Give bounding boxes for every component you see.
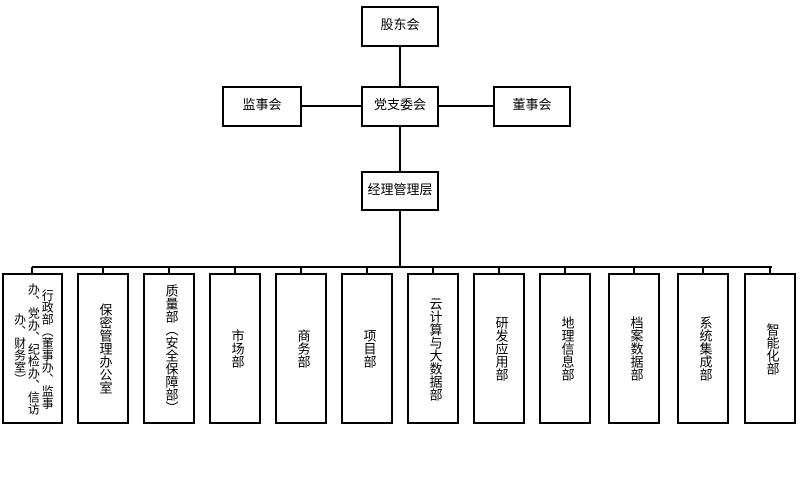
management-box: 经理管理层	[361, 171, 439, 211]
dept-box-project: 项目部	[341, 273, 393, 424]
supervisory-board-label: 监事会	[242, 98, 282, 114]
dept-box-integration: 系统集成部	[677, 273, 729, 424]
dept-label-commerce: 商务部	[294, 329, 310, 368]
dept-label-market: 市场部	[228, 329, 244, 368]
dept-box-archive: 档案数据部	[608, 273, 660, 424]
supervisory-board-box: 监事会	[222, 86, 302, 127]
dept-label-archive: 档案数据部	[627, 316, 643, 381]
dept-box-market: 市场部	[209, 273, 261, 424]
dept-box-cloud-bigdata: 云计算与大数据部	[407, 273, 459, 424]
dept-label-integration: 系统集成部	[696, 316, 712, 381]
dept-box-admin: 行政部（董事办、监事办、党办、纪检办、信访办、财务室）	[2, 273, 63, 424]
board-of-directors-box: 董事会	[493, 86, 571, 127]
party-committee-label: 党支委会	[373, 98, 426, 114]
dept-label-confidential: 保密管理办公室	[96, 303, 112, 394]
party-committee-box: 党支委会	[361, 86, 439, 127]
dept-label-quality: 质量部（安全保障部）	[162, 283, 178, 414]
dept-box-intelligent: 智能化部	[744, 273, 796, 424]
dept-label-cloud-bigdata: 云计算与大数据部	[426, 296, 442, 401]
dept-label-geo: 地理信息部	[558, 316, 574, 381]
dept-box-quality: 质量部（安全保障部）	[143, 273, 195, 424]
shareholders-label: 股东会	[380, 18, 420, 34]
management-label: 经理管理层	[367, 182, 433, 198]
dept-box-geo: 地理信息部	[539, 273, 591, 424]
board-of-directors-label: 董事会	[512, 98, 552, 114]
dept-box-rnd: 研发应用部	[473, 273, 525, 424]
dept-label-rnd: 研发应用部	[492, 316, 508, 381]
dept-label-project: 项目部	[360, 329, 376, 368]
dept-box-commerce: 商务部	[275, 273, 327, 424]
shareholders-box: 股东会	[361, 6, 439, 47]
dept-box-confidential: 保密管理办公室	[77, 273, 129, 424]
dept-label-intelligent: 智能化部	[763, 322, 779, 375]
dept-label-admin: 行政部（董事办、监事办、党办、纪检办、信访办、财务室）	[12, 282, 55, 415]
